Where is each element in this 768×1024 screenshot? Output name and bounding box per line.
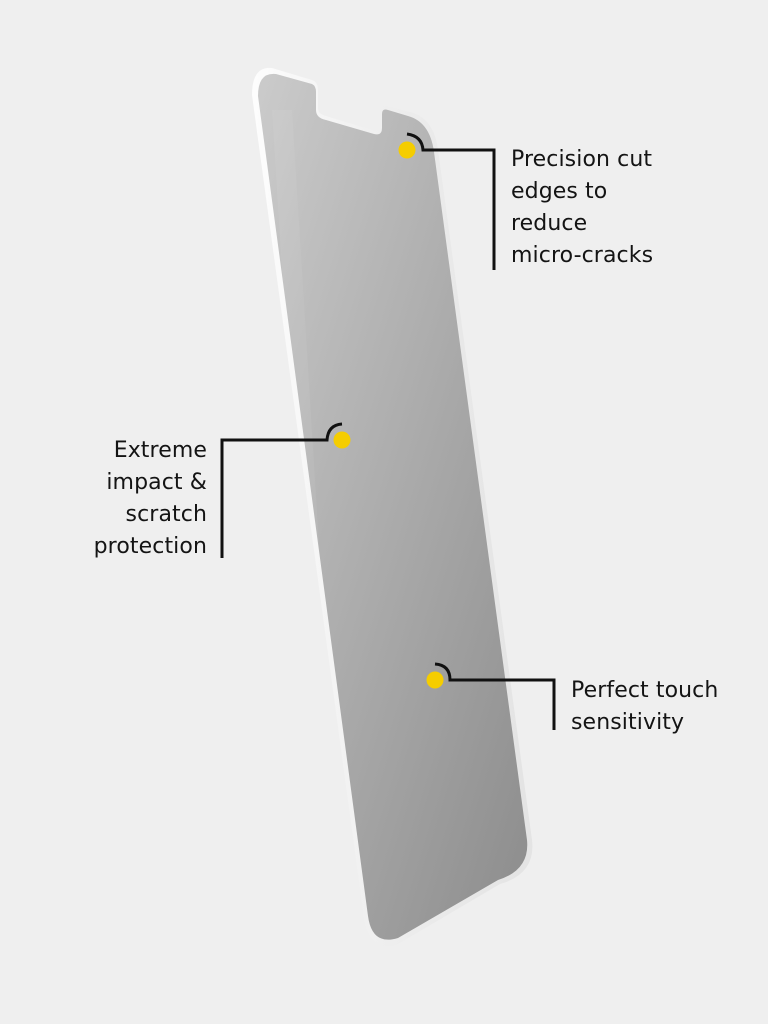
callout-touch-line: sensitivity xyxy=(571,710,685,735)
callout-impact-leader xyxy=(220,422,343,558)
callout-edges-dot xyxy=(398,141,416,159)
callout-impact-line: scratch xyxy=(125,502,207,527)
callout-touch-leader xyxy=(434,662,556,730)
callout-edges-line: Precision cut xyxy=(511,147,653,172)
callout-edges xyxy=(398,132,496,270)
callout-impact-text: Extreme impact & scratch protection xyxy=(94,435,207,563)
callout-touch xyxy=(426,662,556,730)
callout-touch-line: Perfect touch xyxy=(571,678,719,703)
callout-impact-dot xyxy=(333,431,351,449)
callout-edges-line: micro-cracks xyxy=(511,243,654,268)
callout-edges-text: Precision cut edges to reduce micro-crac… xyxy=(511,144,653,272)
callout-touch-text: Perfect touch sensitivity xyxy=(571,675,718,739)
callout-edges-leader xyxy=(406,132,496,270)
glass-face xyxy=(258,73,528,940)
callout-impact-line: impact & xyxy=(106,470,207,495)
glass-sheen xyxy=(272,110,320,560)
callout-impact-line: Extreme xyxy=(113,438,207,463)
callout-edges-line: reduce xyxy=(511,211,588,236)
callout-touch-dot xyxy=(426,671,444,689)
screen-protector-glass xyxy=(252,67,533,947)
callout-impact-line: protection xyxy=(93,534,207,559)
callout-impact xyxy=(220,422,351,558)
callout-edges-line: edges to xyxy=(511,179,608,204)
